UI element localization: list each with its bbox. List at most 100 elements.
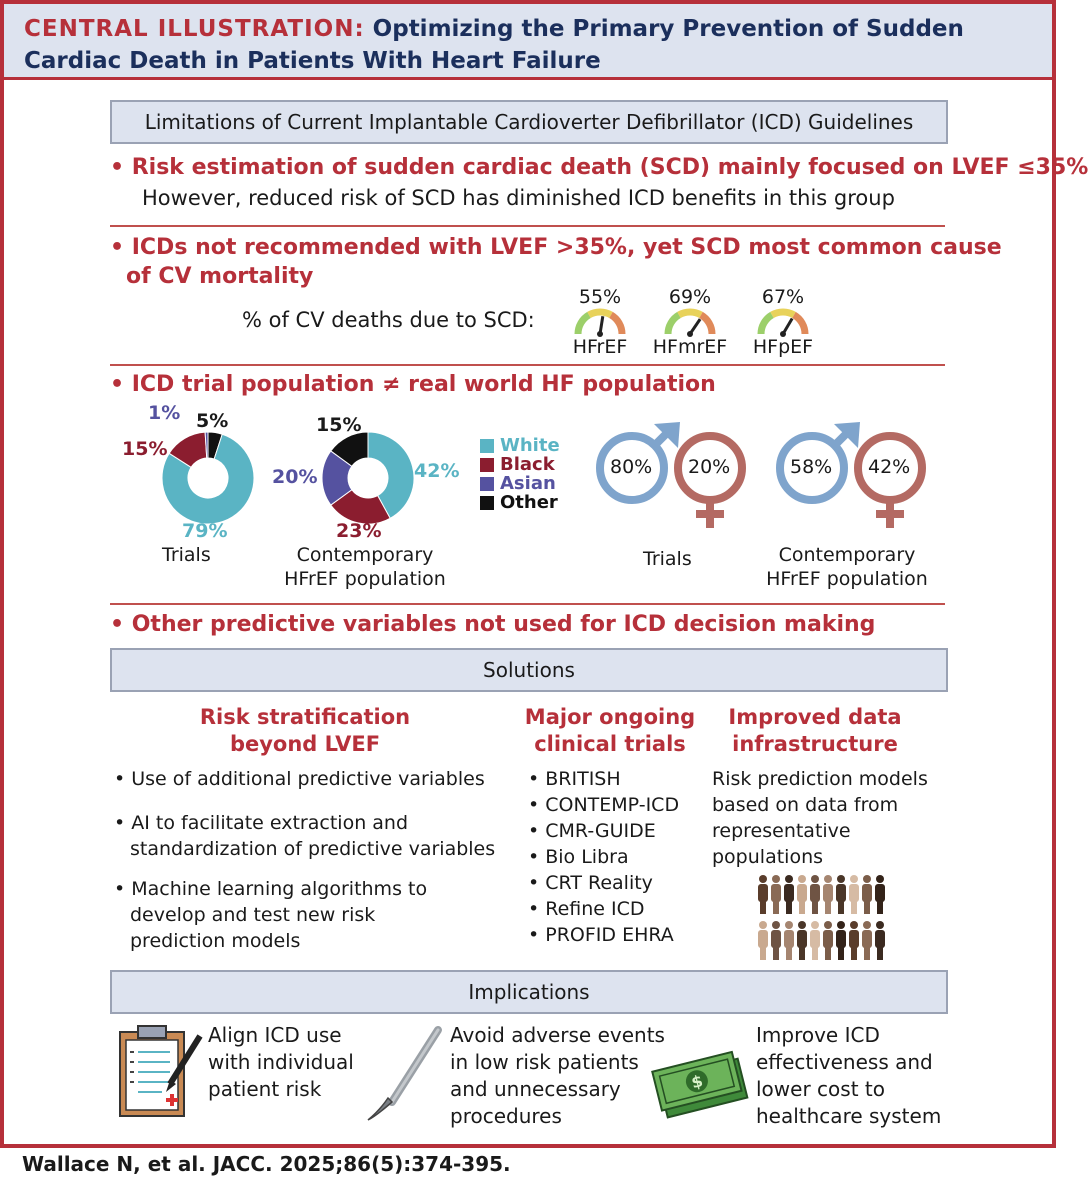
trials-label-other: 5% — [196, 410, 229, 432]
legend-swatch-asian — [480, 476, 494, 491]
female-symbol-icon — [674, 432, 746, 528]
legend-swatch-white — [480, 438, 494, 453]
infrastructure-line: based on data from — [712, 794, 899, 816]
trial-item: • CRT Reality — [528, 872, 653, 894]
person-figure — [771, 921, 781, 960]
bullet-risk-estimation-sub: However, reduced risk of SCD has diminis… — [142, 186, 895, 210]
header-banner: CENTRAL ILLUSTRATION: Optimizing the Pri… — [4, 4, 1052, 80]
solutions-col1-item: prediction models — [130, 930, 301, 952]
solutions-col2-title-line1: Major ongoing — [524, 705, 696, 729]
gauge-arc-segment — [664, 311, 681, 335]
central-illustration-label: CENTRAL ILLUSTRATION: — [24, 16, 365, 42]
solutions-col2-list: • BRITISH • CONTEMP-ICD • CMR-GUIDE • Bi… — [528, 766, 679, 948]
header-title-part1: Optimizing the Primary Prevention of Sud… — [372, 16, 964, 42]
trials-label-white: 79% — [182, 520, 228, 542]
person-figure — [810, 921, 820, 960]
gauge-arc-segment — [792, 311, 809, 335]
legend-item-white: White — [480, 435, 560, 456]
donut-chart-trials — [161, 431, 255, 525]
gauge-arc-segment — [587, 308, 613, 319]
person-figure — [823, 921, 833, 960]
solutions-col1-title: Risk stratification beyond LVEF — [160, 704, 450, 758]
gauge-label-hfmref: HFmrEF — [652, 336, 728, 358]
svg-text:$: $ — [689, 1071, 704, 1092]
implication-3-text: Improve ICD effectiveness and lower cost… — [756, 1022, 941, 1130]
legend-label-other: Other — [500, 492, 558, 513]
donut-slice-white — [367, 431, 415, 519]
solutions-col1-item: standardization of predictive variables — [130, 838, 496, 860]
citation: Wallace N, et al. JACC. 2025;86(5):374-3… — [22, 1152, 511, 1176]
infrastructure-line: representative — [712, 820, 851, 842]
solutions-heading: Solutions — [110, 648, 948, 692]
solutions-col1-item: • Machine learning algorithms to — [114, 878, 428, 900]
male-symbol-icon — [596, 422, 680, 504]
money-icon: $ — [651, 1050, 749, 1119]
people-icon — [758, 875, 885, 960]
solutions-col1-item: develop and test new risk — [130, 904, 376, 926]
gauge-hub — [597, 331, 603, 337]
person-figure — [836, 875, 846, 914]
legend-label-asian: Asian — [500, 473, 556, 494]
gauge-needle — [688, 318, 702, 335]
person-figure — [758, 921, 768, 960]
trial-item: • PROFID EHRA — [528, 924, 674, 946]
legend-swatch-black — [480, 457, 494, 472]
divider-1 — [110, 225, 945, 227]
trials-label-asian: 1% — [148, 402, 181, 424]
gauge-arc-segment — [757, 311, 774, 335]
solutions-col1-title-line1: Risk stratification — [199, 705, 411, 729]
person-figure — [797, 875, 807, 914]
gauge-label-hfpef: HFpEF — [752, 336, 814, 358]
solutions-col2-title: Major ongoing clinical trials — [515, 704, 705, 758]
implication-3-line: Improve ICD — [756, 1023, 880, 1047]
implication-2-line: Avoid adverse events — [450, 1023, 665, 1047]
trials-label-black: 15% — [122, 438, 168, 460]
limitations-heading: Limitations of Current Implantable Cardi… — [110, 100, 948, 144]
donut-slice-white — [161, 433, 255, 525]
donut-slice-other — [330, 431, 369, 467]
illustration-frame — [0, 0, 1056, 1148]
clipboard-icon — [119, 1025, 203, 1117]
implication-2-line: in low risk patients — [450, 1050, 639, 1074]
implication-2-line: procedures — [450, 1104, 562, 1128]
legend-item-black: Black — [480, 454, 560, 475]
implication-2-line: and unnecessary — [450, 1077, 621, 1101]
trials-female-pct: 20% — [688, 456, 731, 478]
person-figure — [784, 875, 794, 914]
gauge-value-hfref: 55% — [578, 286, 622, 308]
person-figure — [849, 875, 859, 914]
header-title-line2: Cardiac Death in Patients With Heart Fai… — [24, 48, 601, 74]
person-figure — [771, 875, 781, 914]
person-figure — [875, 921, 885, 960]
trial-item: • Bio Libra — [528, 846, 629, 868]
divider-2 — [110, 364, 945, 366]
person-figure — [758, 875, 768, 914]
trial-item: • Refine ICD — [528, 898, 645, 920]
legend-swatch-other — [480, 495, 494, 510]
gauge-hub — [780, 331, 786, 337]
implications-heading: Implications — [110, 970, 948, 1014]
implication-1-line: with individual — [208, 1050, 354, 1074]
legend-item-other: Other — [480, 492, 560, 513]
race-legend: White Black Asian Other — [480, 435, 560, 513]
legend-label-white: White — [500, 435, 560, 456]
gauge-hub — [687, 331, 693, 337]
implication-1-text: Align ICD use with individual patient ri… — [208, 1022, 354, 1103]
implication-3-line: lower cost to — [756, 1077, 885, 1101]
infrastructure-line: Risk prediction models — [712, 768, 928, 790]
person-figure — [823, 875, 833, 914]
legend-item-asian: Asian — [480, 473, 560, 494]
contemp-male-pct: 58% — [790, 456, 833, 478]
solutions-col1-item: • Use of additional predictive variables — [114, 768, 485, 790]
bullet-trial-population: • ICD trial population ≠ real world HF p… — [110, 372, 716, 397]
contemp-label-other: 15% — [316, 414, 362, 436]
gauge-label-hfref: HFrEF — [572, 336, 628, 358]
solutions-col3-list: Risk prediction models based on data fro… — [712, 766, 928, 870]
donut-slice-asian — [204, 431, 209, 459]
contemp-female-pct: 42% — [868, 456, 911, 478]
contemp-caption-line1: Contemporary — [296, 544, 434, 566]
legend-label-black: Black — [500, 454, 555, 475]
sex-symbols-contemporary — [776, 422, 926, 528]
person-figure — [810, 875, 820, 914]
person-figure — [797, 921, 807, 960]
